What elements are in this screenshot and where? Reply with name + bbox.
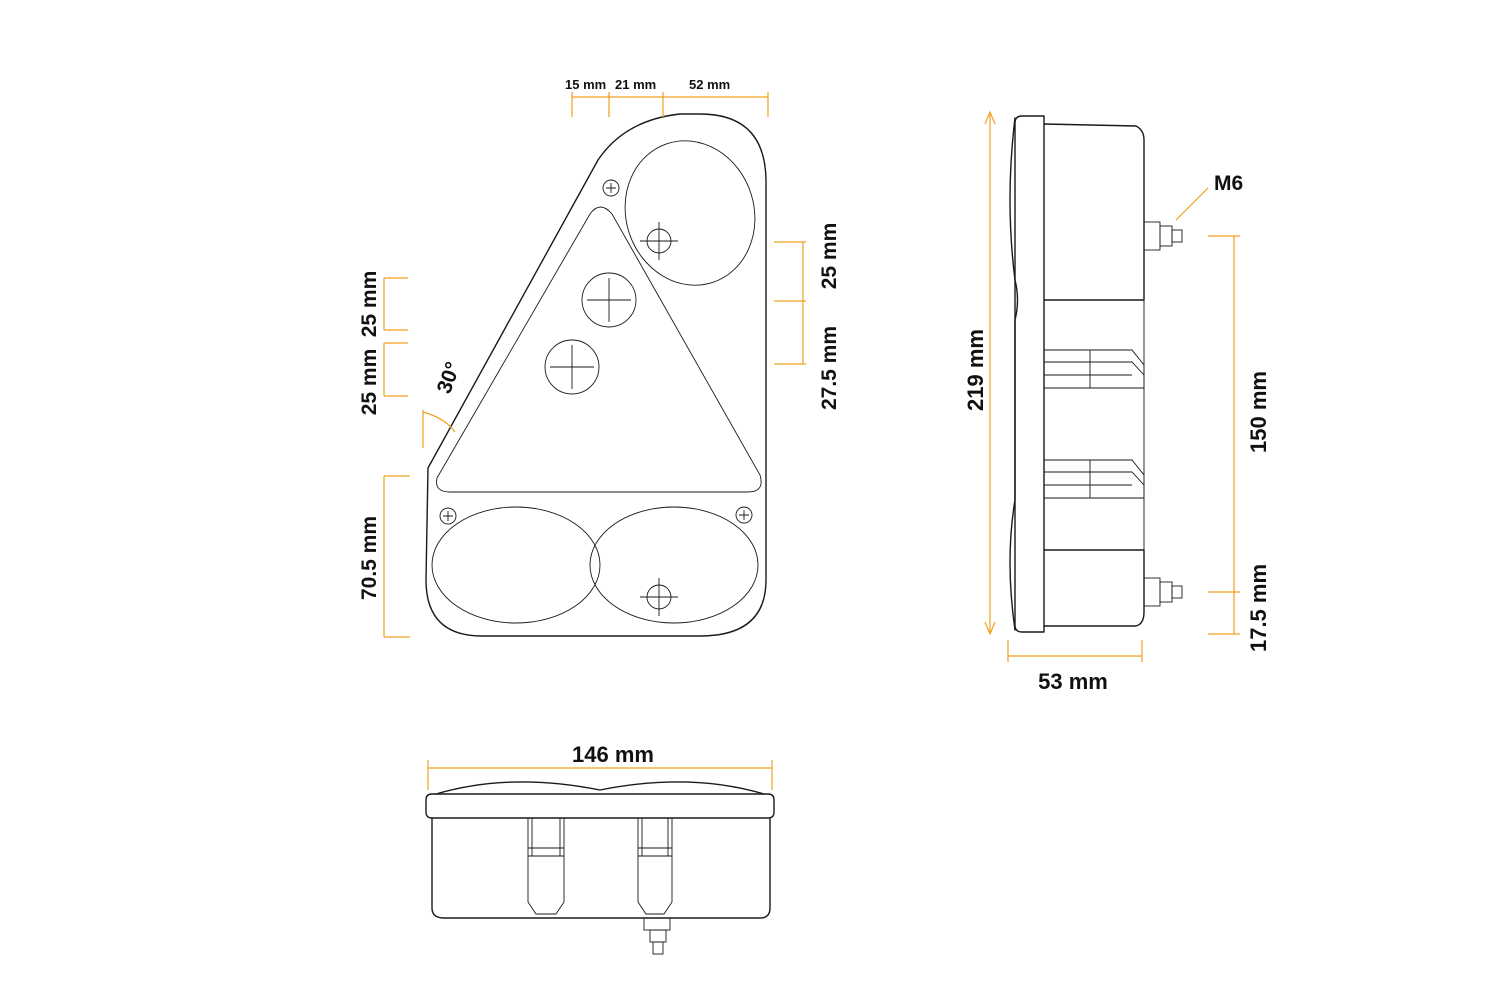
side-body-upper <box>1043 123 1145 301</box>
reflector-button-1 <box>581 272 637 328</box>
side-body-middle <box>1044 299 1145 550</box>
front-view: 15 mm 21 mm 52 mm 25 mm 25 mm 70.5 mm 30… <box>358 77 841 638</box>
bolt-offset-label: 17.5 mm <box>1246 564 1271 652</box>
bottom-connector-left <box>527 818 565 915</box>
side-bolt-upper <box>1143 221 1183 251</box>
thread-label: M6 <box>1214 172 1243 195</box>
dim-15mm: 15 mm <box>565 77 606 92</box>
side-lens-profile <box>1009 117 1019 631</box>
screw-icon <box>439 507 457 525</box>
dim-left-bottom: 70.5 mm <box>358 516 381 600</box>
left-dimension-lines <box>383 277 456 638</box>
bottom-body <box>431 817 771 919</box>
dim-21mm: 21 mm <box>615 77 656 92</box>
depth-dimension-line <box>1007 640 1143 662</box>
screw-icon <box>602 179 620 197</box>
screw-icon <box>735 506 753 524</box>
bottom-view: 146 mm <box>425 742 775 955</box>
dim-right-lower: 27.5 mm <box>818 326 841 410</box>
angle-label: 30° <box>433 359 465 397</box>
reflector-cross-2 <box>550 345 594 389</box>
height-dimension-line <box>984 110 996 636</box>
dim-left-lower: 25 mm <box>358 349 381 416</box>
side-connector-lower <box>1044 459 1145 499</box>
height-label: 219 mm <box>963 329 988 411</box>
side-body-lower <box>1043 549 1145 627</box>
thread-leader <box>1175 187 1209 221</box>
bottom-lens-profile <box>435 781 765 795</box>
width-label: 146 mm <box>572 742 654 767</box>
bolt-spacing-label: 150 mm <box>1246 371 1271 453</box>
bottom-left-lamp <box>431 506 601 624</box>
side-bolt-lower <box>1143 577 1183 607</box>
top-dimension-lines <box>571 92 769 117</box>
side-connector-upper <box>1044 349 1145 389</box>
reflector-triangle <box>436 206 762 493</box>
bottom-right-lamp <box>589 506 759 624</box>
depth-label: 53 mm <box>1038 669 1108 694</box>
bolt-cross-top <box>640 222 678 260</box>
dim-left-upper: 25 mm <box>358 271 381 338</box>
dim-right-upper: 25 mm <box>818 223 841 290</box>
reflector-button-2 <box>544 339 600 395</box>
bottom-bolt <box>643 917 671 955</box>
dim-52mm: 52 mm <box>689 77 730 92</box>
side-view: M6 219 mm 150 mm 17.5 mm 53 mm <box>963 110 1271 694</box>
right-dimension-lines <box>774 241 806 365</box>
bottom-rim <box>425 793 775 819</box>
bolt-spacing-lines <box>1208 235 1240 635</box>
front-housing-outline <box>425 113 767 637</box>
bottom-connector-right <box>637 818 673 915</box>
top-round-lamp <box>624 140 756 286</box>
bolt-cross-bottom <box>640 578 678 616</box>
width-dimension-line <box>427 760 773 790</box>
side-front-rim <box>1014 115 1045 633</box>
reflector-cross-1 <box>587 278 631 322</box>
